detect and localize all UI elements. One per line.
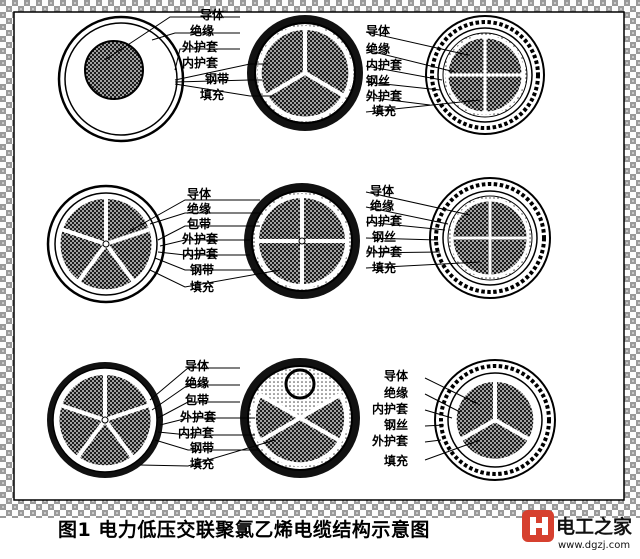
label-outer-sheath-r2b: 外护套 [366,245,403,259]
label-outer-sheath-r1a: 外护套 [182,40,219,54]
label-outer-sheath-r3b: 外护套 [372,434,409,448]
cable-three-core-steel-tape [247,15,363,131]
label-steel-wire-r2b: 钢丝 [372,230,397,244]
label-insulation-r3b: 绝缘 [384,386,409,400]
label-conductor-r1a: 导体 [200,8,225,22]
label-insulation-r2b: 绝缘 [370,199,395,213]
brand-url: www.dgzj.com [558,540,631,551]
label-wrapping-tape-r3a: 包带 [185,393,210,407]
cable-five-core-wrapped [47,362,163,478]
label-conductor-r2a: 导体 [187,187,212,201]
cable-four-core-steel-tape [244,183,360,299]
cable-single-core [57,15,185,143]
label-steel-wire-r3b: 钢丝 [384,418,409,432]
label-conductor-r3a: 导体 [185,359,210,373]
label-steel-tape-r1a: 钢带 [205,72,230,86]
brand-logo-icon [522,510,554,542]
label-conductor-r3b: 导体 [384,369,409,383]
label-inner-sheath-r2a: 内护套 [182,247,219,261]
cable-five-core [46,184,166,304]
label-inner-sheath-r3b: 内护套 [372,402,409,416]
label-wrapping-tape-r2a: 包带 [187,217,212,231]
label-outer-sheath-r3a: 外护套 [180,410,217,424]
label-inner-sheath-r3a: 内护套 [178,426,215,440]
label-inner-sheath-r2b: 内护套 [366,214,403,228]
brand-watermark: 电工之家 www.dgzj.com [518,506,640,559]
figure-caption: 图1 电力低压交联聚氯乙烯电缆结构示意图 [58,519,430,541]
label-filler-r2a: 填充 [190,280,215,294]
label-inner-sheath-r1b: 内护套 [366,58,403,72]
label-conductor-r1b: 导体 [366,24,391,38]
cable-four-core-steel-wire-2 [429,177,551,299]
label-insulation-r1a: 绝缘 [190,24,215,38]
cable-four-core-steel-wire [425,15,545,135]
label-outer-sheath-r1b: 外护套 [366,89,403,103]
label-steel-tape-r3a: 钢带 [190,441,215,455]
label-insulation-r1b: 绝缘 [366,42,391,56]
label-filler-r2b: 填充 [372,261,397,275]
label-inner-sheath-r1a: 内护套 [182,56,219,70]
label-insulation-r3a: 绝缘 [185,376,210,390]
leader-lines [104,16,481,467]
brand-name: 电工之家 [556,516,633,538]
label-conductor-r2b: 导体 [370,184,395,198]
label-steel-wire-r1b: 钢丝 [366,74,391,88]
cable-three-core-steel-wire [434,359,556,481]
label-outer-sheath-r2a: 外护套 [182,232,219,246]
label-insulation-r2a: 绝缘 [187,202,212,216]
label-filler-r1a: 填充 [200,88,225,102]
label-filler-r3b: 填充 [384,454,409,468]
label-filler-r1b: 填充 [372,104,397,118]
label-filler-r3a: 填充 [190,457,215,471]
cable-three-plus-one-core [240,358,360,478]
label-steel-tape-r2a: 钢带 [190,263,215,277]
